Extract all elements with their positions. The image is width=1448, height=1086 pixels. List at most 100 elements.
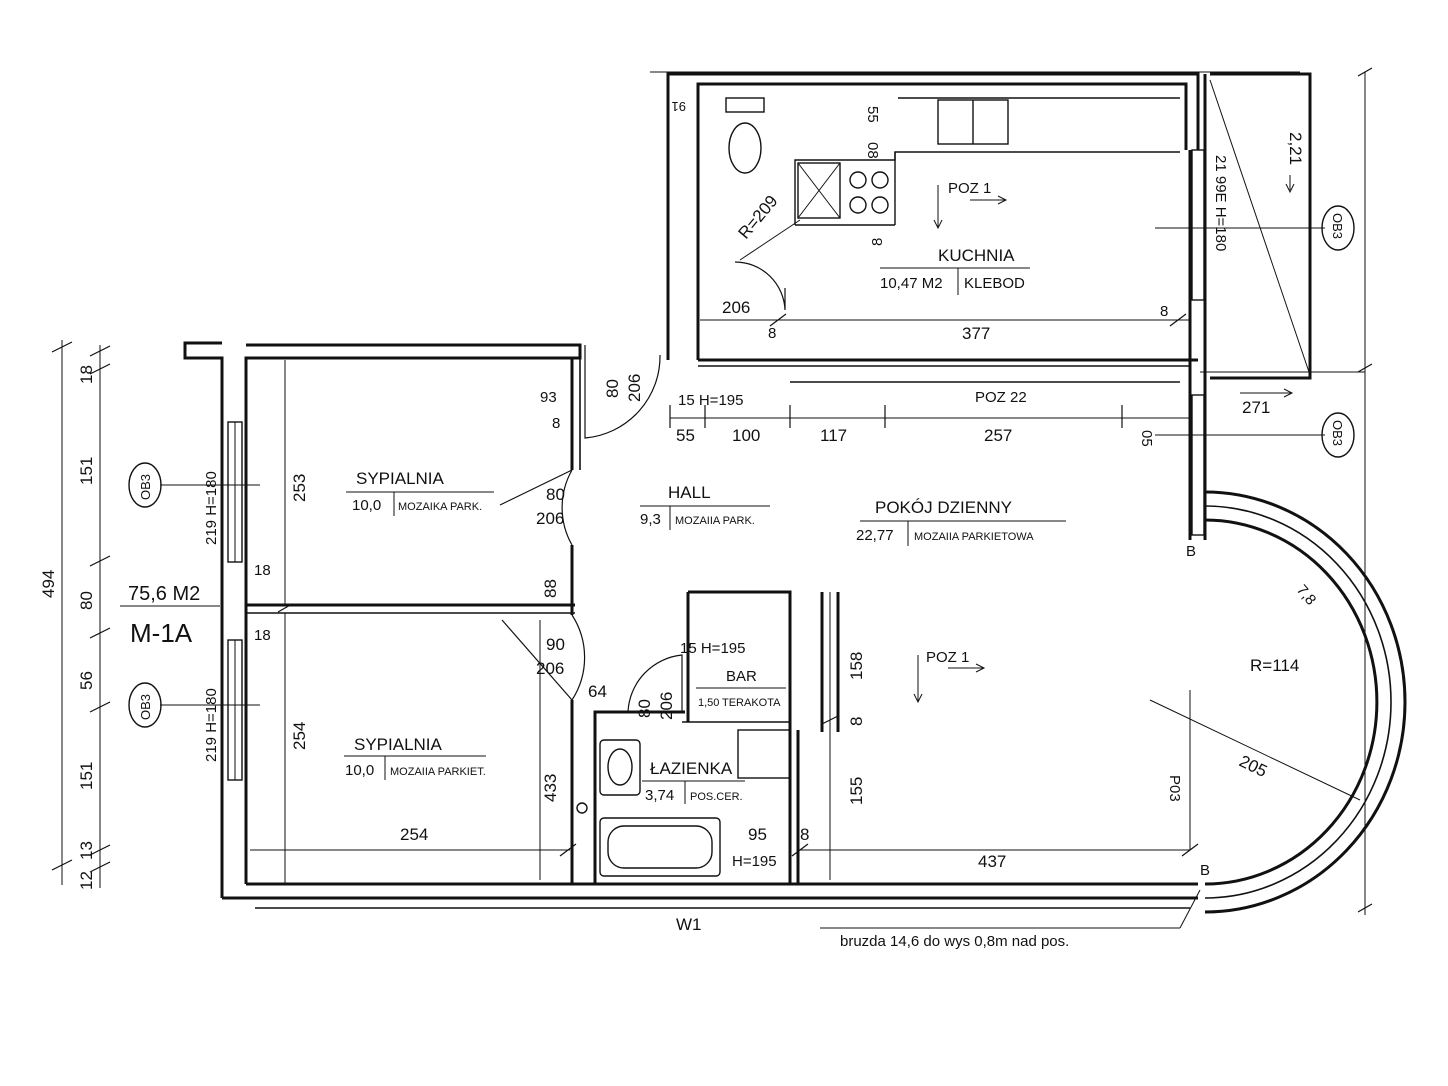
bath-floor: POS.CER.	[690, 791, 743, 803]
door-bedroom1	[499, 469, 573, 546]
dim-206c: 206	[536, 659, 564, 678]
living-area: 22,77	[856, 527, 894, 544]
label-05: 05	[1138, 430, 1155, 447]
label-w1: W1	[676, 915, 702, 934]
window-living	[1191, 394, 1205, 536]
dimension-text: 18 151 80 56 151 13 12 494 253 254 254 1…	[39, 298, 1270, 890]
washbasin	[599, 739, 641, 796]
dim-93: 93	[540, 389, 557, 406]
arrow-poz1-kitchen	[933, 185, 1008, 230]
wall-kitchen-outer	[666, 72, 1200, 360]
apartment-code: M-1A	[130, 618, 193, 648]
dim-206b: 206	[536, 509, 564, 528]
dim-8c: 8	[847, 717, 866, 726]
living-name: POKÓJ DZIENNY	[875, 498, 1012, 517]
label-55-kitchen: 55	[864, 106, 881, 123]
hall-floor: MOZAIIA PARK.	[675, 515, 755, 527]
door-hall-entry	[584, 345, 661, 439]
ob3-circle-right2	[1321, 412, 1355, 458]
kitchen-area: 10,47 M2	[880, 275, 943, 292]
balcony-outline	[1210, 72, 1312, 380]
label-b2: B	[1200, 862, 1210, 879]
radius-205-line	[1149, 699, 1361, 801]
dim-88: 88	[541, 579, 560, 598]
window-kitchen	[1191, 149, 1205, 301]
dim-row-117: 117	[820, 426, 847, 445]
kitchen-name: KUCHNIA	[938, 246, 1015, 265]
wall-left-inner	[244, 343, 582, 884]
bedroom1-floor: MOZAIKA PARK.	[398, 501, 482, 513]
fixtures	[576, 97, 1180, 877]
bay-arc-inner	[1204, 518, 1379, 886]
dim-80b: 80	[546, 485, 565, 504]
arrow-poz1-living	[913, 655, 986, 704]
kitchen-toilet	[728, 122, 762, 174]
bath-name: ŁAZIENKA	[650, 759, 733, 778]
dim-158: 158	[847, 652, 866, 680]
arrow-271	[1240, 388, 1294, 398]
bedroom1-area: 10,0	[352, 497, 381, 514]
dim-left-13: 13	[77, 841, 96, 860]
dim-row-257: 257	[984, 426, 1012, 445]
ob3-markers	[128, 205, 1355, 728]
label-ob3-c: OB3	[1330, 213, 1345, 239]
dim-64: 64	[588, 682, 607, 701]
ob3-circle-left1	[128, 462, 162, 508]
bay-arc-outer	[1204, 490, 1407, 914]
bar-floor: TERAKOTA	[722, 697, 781, 709]
dim-left-151a: 151	[77, 457, 96, 485]
arrow-221	[1285, 175, 1295, 194]
stove	[797, 162, 841, 219]
room-labels: KUCHNIA 10,47 M2 KLEBOD SYPIALNIA 10,0 M…	[344, 246, 1066, 804]
door-bathroom	[627, 654, 683, 713]
dim-18a: 18	[254, 562, 271, 579]
label-window-left1: 219 H=180	[203, 471, 220, 545]
dim-8d: 8	[768, 325, 776, 342]
dim-left-151b: 151	[77, 762, 96, 790]
misc-labels: 75,6 M2 M-1A POZ 1 POZ 1 POZ 22 W1 bruzd…	[120, 99, 1345, 950]
dim-80c: 80	[635, 699, 654, 718]
dim-433: 433	[541, 774, 560, 802]
living-floor: MOZAIIA PARKIETOWA	[914, 531, 1034, 543]
door-kitchen	[734, 261, 786, 311]
label-8-kitchen: 8	[869, 238, 886, 246]
label-r205: 205	[1236, 752, 1270, 782]
ob3-circle-right1	[1321, 205, 1355, 251]
wall-bar	[688, 590, 792, 884]
label-ob3-b: OB3	[138, 694, 153, 720]
dim-row-100: 100	[732, 426, 760, 445]
dim-left-18: 18	[77, 365, 96, 384]
label-poz1-kitchen: POZ 1	[948, 180, 991, 197]
label-r209: R=209	[735, 192, 782, 243]
hall-area: 9,3	[640, 511, 661, 528]
dim-left-total: 494	[39, 570, 58, 598]
label-h195-bar: 15 H=195	[680, 640, 745, 657]
dim-155: 155	[847, 777, 866, 805]
label-h195-hall: 15 H=195	[678, 392, 743, 409]
bedroom2-area: 10,0	[345, 762, 374, 779]
label-ob3-a: OB3	[138, 474, 153, 500]
label-78: 7,8	[1293, 582, 1319, 609]
bath-cabinet	[737, 729, 791, 779]
dim-253: 253	[290, 474, 309, 502]
bedroom2-name: SYPIALNIA	[354, 735, 443, 754]
bath-area: 3,74	[645, 787, 674, 804]
dim-8a: 8	[552, 415, 560, 432]
apartment-area: 75,6 M2	[128, 583, 200, 605]
bay-arc-mid	[1204, 505, 1392, 899]
wall-left-outer	[183, 341, 224, 898]
label-b1: B	[1186, 543, 1196, 560]
bar-name: BAR	[726, 668, 757, 685]
floor-drain	[576, 802, 588, 814]
dim-8b: 8	[800, 825, 809, 844]
doors	[499, 261, 786, 713]
kitchen-floor: KLEBOD	[964, 275, 1025, 292]
dim-18b: 18	[254, 627, 271, 644]
dim-206d: 206	[657, 692, 676, 720]
dim-left-80: 80	[77, 591, 96, 610]
arrows	[913, 175, 1295, 704]
label-poz1-living: POZ 1	[926, 649, 969, 666]
bedroom1-name: SYPIALNIA	[356, 469, 445, 488]
dim-95: 95	[748, 825, 767, 844]
